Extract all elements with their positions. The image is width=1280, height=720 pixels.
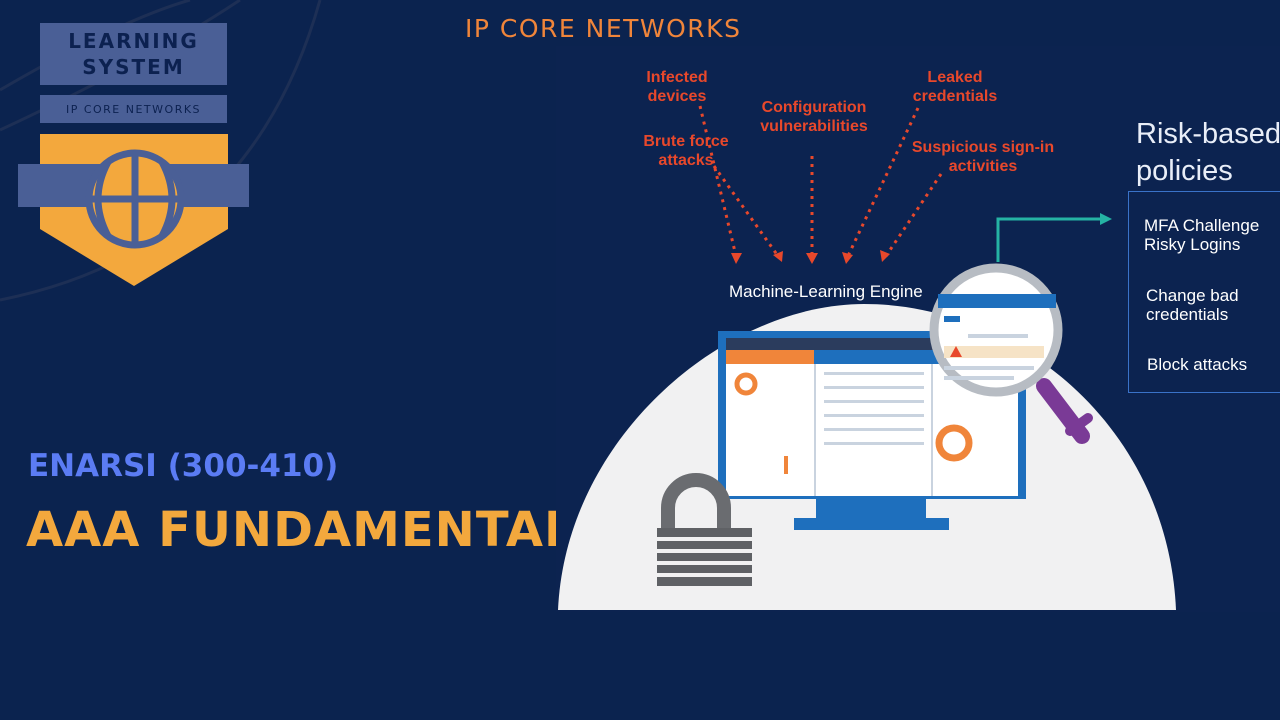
- course-code: ENARSI (300-410): [28, 448, 339, 484]
- ml-engine-label: Machine-Learning Engine: [729, 282, 923, 301]
- arrow-icon: [996, 213, 1112, 262]
- diagram-panel: Infected devices Brute force attacks Con…: [556, 46, 1280, 612]
- risk-policies-title-line2: policies: [1136, 155, 1233, 187]
- logo-subtitle: IP CORE NETWORKS: [40, 95, 227, 123]
- threat-arrowheads: [731, 250, 890, 264]
- course-title: AAA FUNDAMENTALS: [26, 502, 612, 558]
- threat-arrows: [698, 105, 943, 257]
- policy-mfa-challenge: MFA Challenge Risky Logins: [1144, 216, 1260, 254]
- risk-policies-title-line1: Risk-based: [1136, 118, 1280, 150]
- threat-brute-force: Brute force attacks: [643, 133, 729, 169]
- policy-block-attacks: Block attacks: [1147, 355, 1248, 374]
- basketball-shield-icon: [18, 134, 249, 286]
- padlock-icon: [657, 473, 752, 586]
- risk-policies-box: [1128, 191, 1280, 393]
- threat-suspicious-signin: Suspicious sign-in activities: [911, 139, 1055, 175]
- diagram-graphics: [558, 105, 1176, 610]
- threat-leaked-credentials: Leaked credentials: [912, 69, 998, 105]
- page-header-title: IP CORE NETWORKS: [465, 14, 742, 43]
- magnifier-icon: [929, 263, 1093, 444]
- threat-configuration: Configuration vulnerabilities: [760, 99, 868, 135]
- logo-line-2: SYSTEM: [82, 55, 185, 79]
- threat-infected-devices: Infected devices: [646, 69, 708, 105]
- logo-line-1: LEARNING: [68, 29, 199, 53]
- policy-change-credentials: Change bad credentials: [1146, 286, 1239, 324]
- logo-box: LEARNING SYSTEM: [40, 23, 227, 85]
